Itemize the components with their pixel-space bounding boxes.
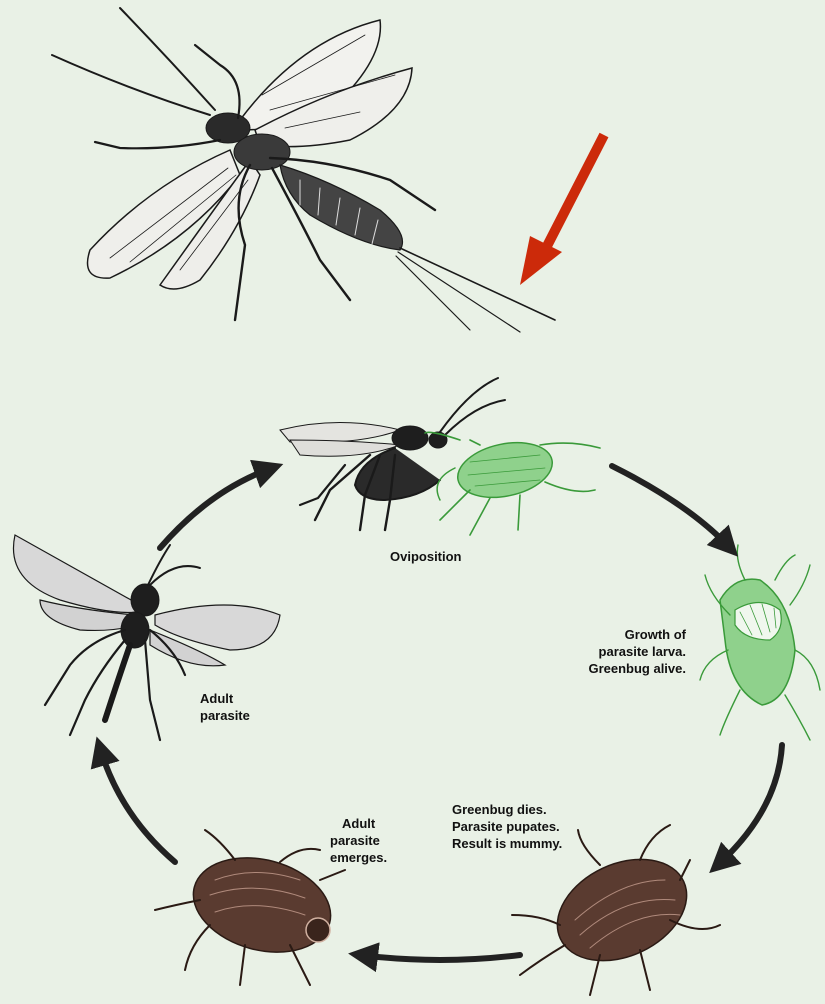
emerges-label-line-1: Adult <box>330 815 387 832</box>
cycle-arrow-emergence-to-adult <box>100 748 175 862</box>
oviposition-label-text: Oviposition <box>390 548 462 565</box>
mummy-emergence-illustration <box>155 830 345 985</box>
cycle-arrow-oviposition-to-growth <box>612 466 730 548</box>
emerges-label-line-3: emerges. <box>330 849 387 866</box>
cycle-arrow-adult-to-oviposition <box>160 468 272 548</box>
greenbug-illustration <box>425 432 600 535</box>
mummy-label-line-2: Parasite pupates. <box>452 818 562 835</box>
growth-label-line-2: parasite larva. <box>574 643 686 660</box>
oviposition-label: Oviposition <box>390 548 462 565</box>
cycle-arrow-growth-to-mummy <box>718 745 782 865</box>
red-arrow-icon <box>520 135 604 285</box>
growth-label-line-1: Growth of <box>574 626 686 643</box>
growth-label: Growth of parasite larva. Greenbug alive… <box>574 626 686 677</box>
mummy-label-line-3: Result is mummy. <box>452 835 562 852</box>
adult-parasite-label-line-1: Adult <box>200 690 250 707</box>
mummy-label-line-1: Greenbug dies. <box>452 801 562 818</box>
greenbug-with-larva-illustration <box>700 545 820 740</box>
adult-parasite-label: Adult parasite <box>200 690 250 724</box>
large-wasp-illustration <box>52 8 555 332</box>
emerges-label-line-2: parasite <box>330 832 387 849</box>
cycle-arrow-mummy-to-emergence <box>360 955 520 960</box>
emerges-label: Adult parasite emerges. <box>330 815 387 866</box>
growth-label-line-3: Greenbug alive. <box>574 660 686 677</box>
oviposition-wasp-illustration <box>280 378 505 530</box>
adult-parasite-label-line-2: parasite <box>200 707 250 724</box>
mummy-label: Greenbug dies. Parasite pupates. Result … <box>452 801 562 852</box>
